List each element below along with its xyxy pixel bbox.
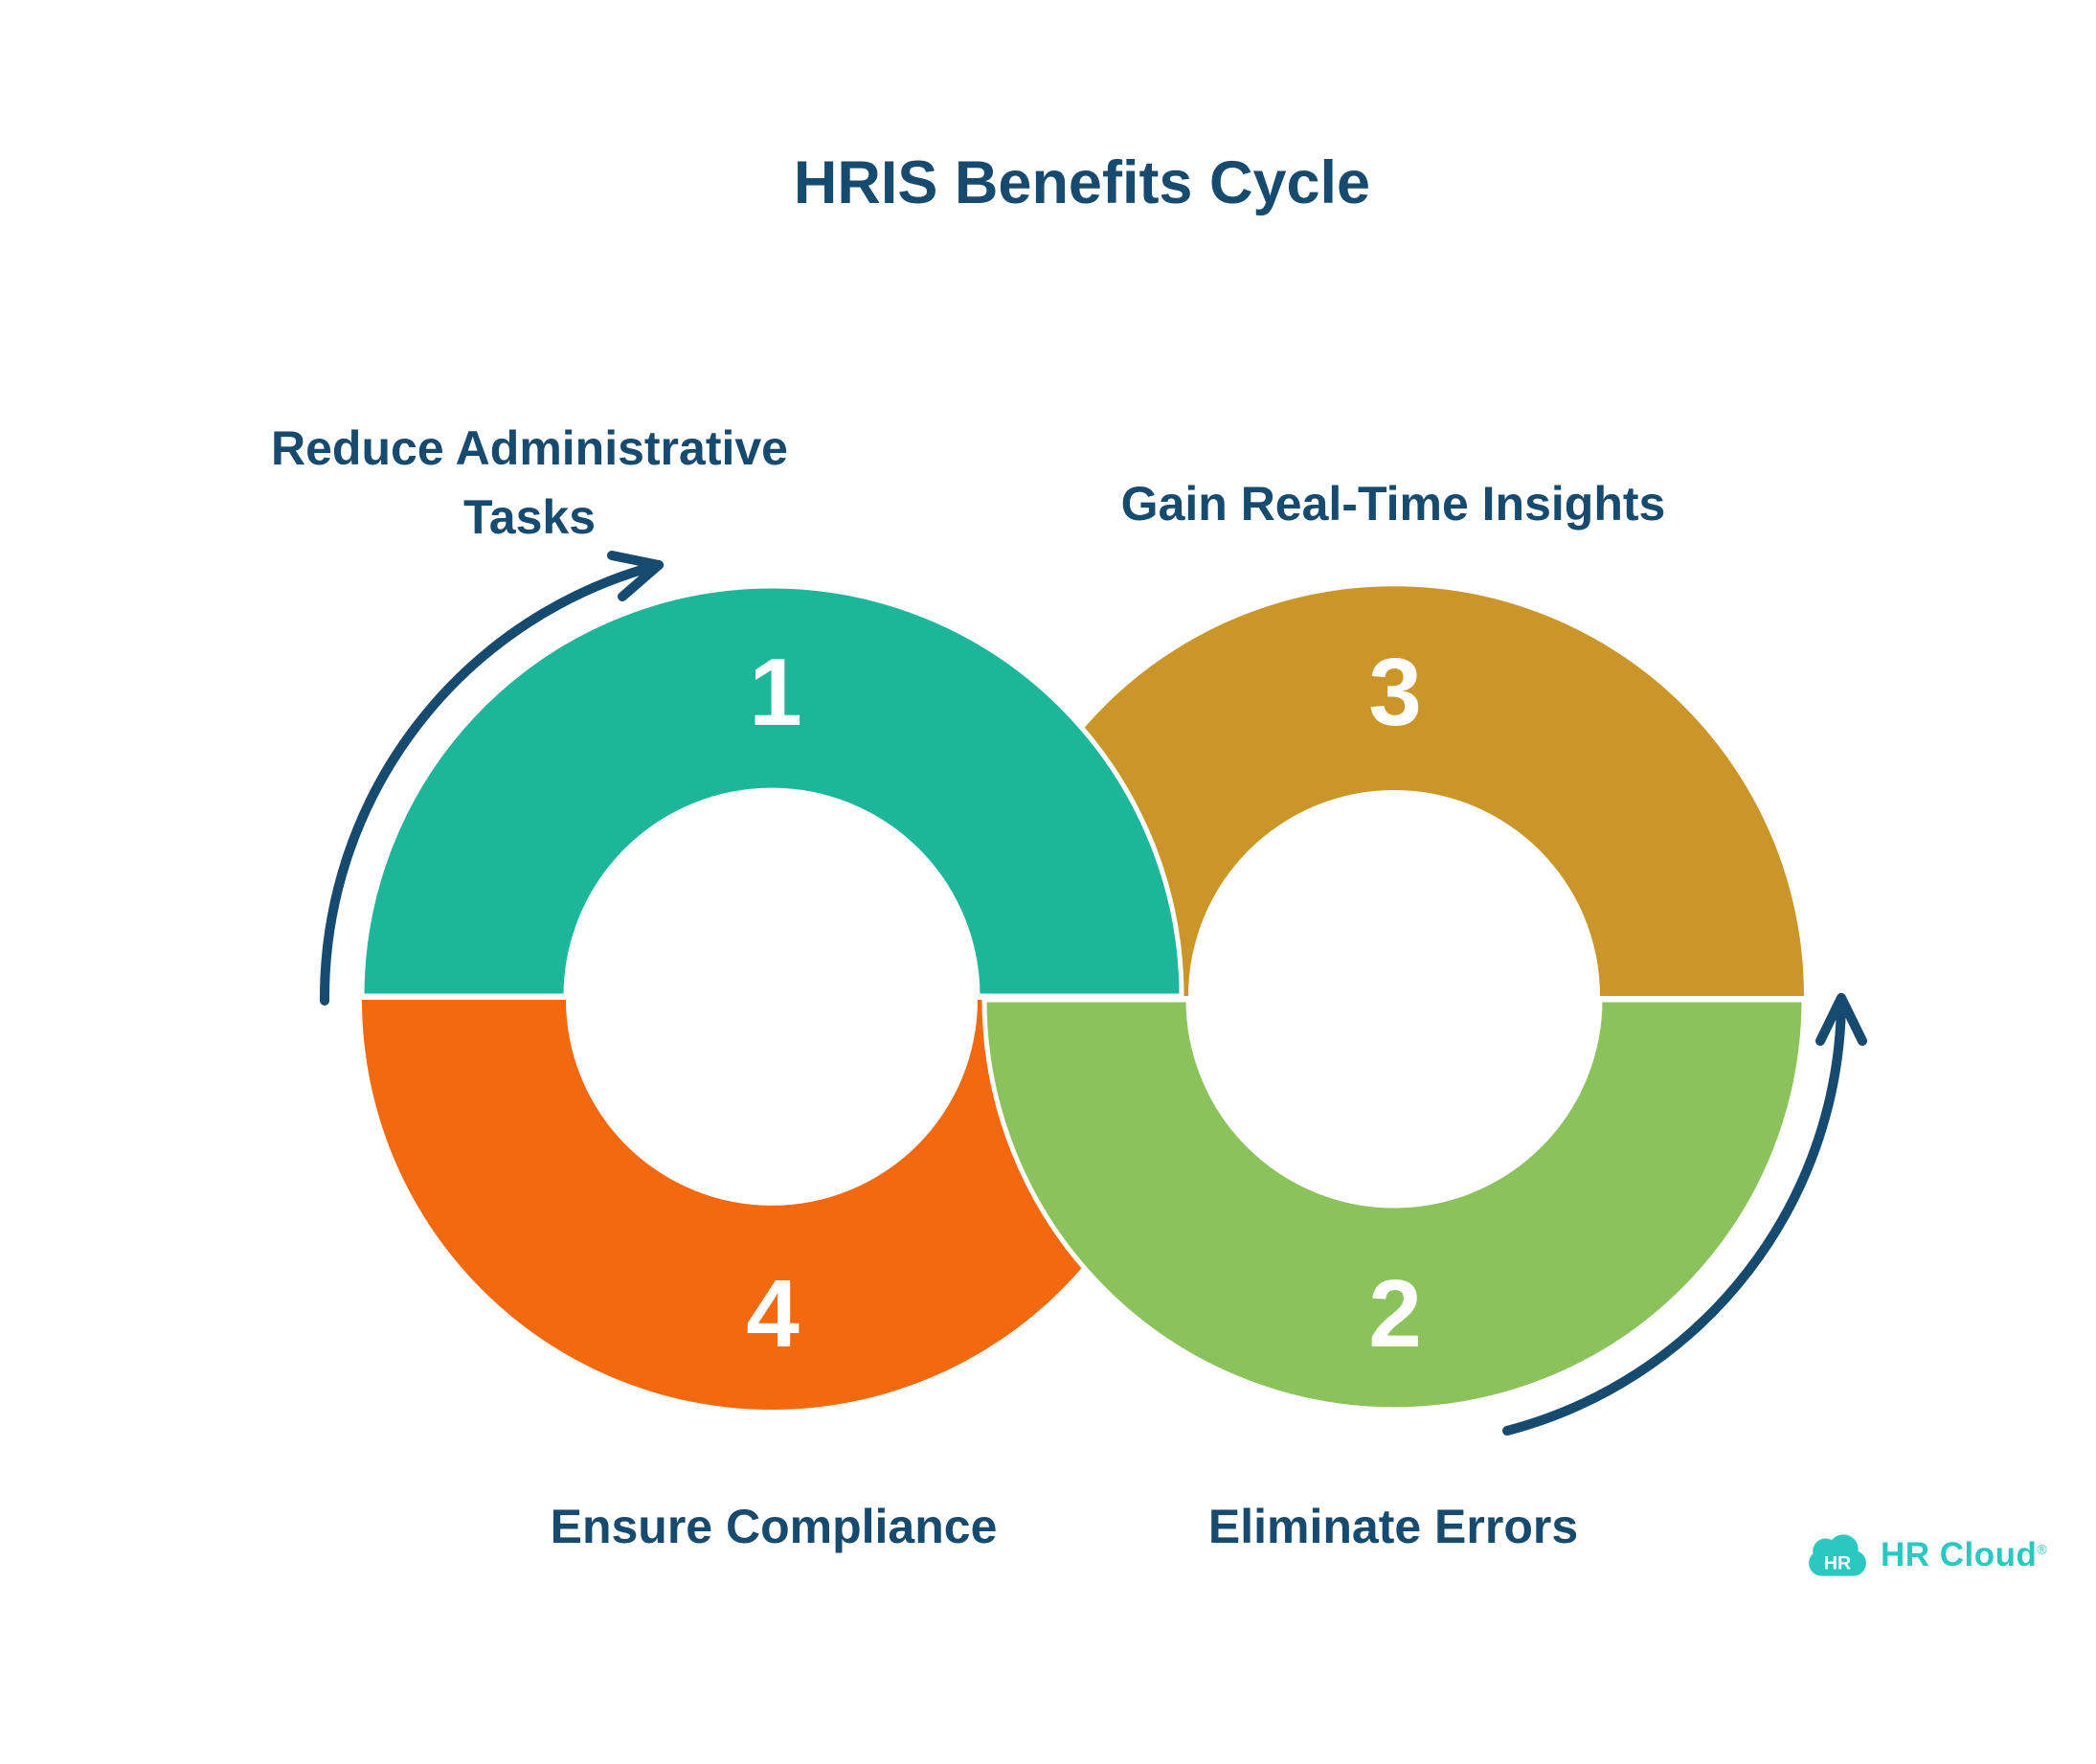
step-4-label: Ensure Compliance xyxy=(550,1500,998,1553)
hr-cloud-cloud-icon: HR xyxy=(1809,1534,1866,1576)
step-1-number: 1 xyxy=(749,639,802,746)
segment-step-4-orange xyxy=(362,1000,1182,1410)
registered-mark: ® xyxy=(2037,1541,2048,1557)
flow-arrow-bottom-right-head xyxy=(1815,993,1867,1046)
step-3-number: 3 xyxy=(1368,639,1422,746)
step-3-label: Gain Real-Time Insights xyxy=(1120,477,1666,531)
flow-arrow-top-left-head xyxy=(607,551,664,601)
hr-cloud-icon-text: HR xyxy=(1824,1552,1851,1573)
step-1-label: Reduce Administrative Tasks xyxy=(271,421,788,544)
hr-cloud-brand-label: HR Cloud xyxy=(1881,1536,2038,1573)
segment-step-1-teal xyxy=(359,583,1184,999)
step-2-label: Eliminate Errors xyxy=(1207,1500,1579,1553)
flow-arrow-top-left-arc xyxy=(319,560,664,1006)
step-4-number: 4 xyxy=(746,1260,800,1368)
hr-cloud-brand-text: HR Cloud® xyxy=(1881,1536,2047,1574)
flow-arrow-top-left-icon xyxy=(319,551,664,1006)
step-2-number: 2 xyxy=(1368,1260,1422,1368)
segment-step-3-gold xyxy=(984,586,1804,996)
page-title: HRIS Benefits Cycle xyxy=(793,149,1371,216)
flow-arrow-bottom-right-arc xyxy=(1502,993,1846,1436)
hr-cloud-logo: HR HR Cloud® xyxy=(1806,1530,2047,1580)
segment-step-2-green xyxy=(981,997,1807,1413)
flow-arrow-bottom-right-icon xyxy=(1502,993,1867,1436)
